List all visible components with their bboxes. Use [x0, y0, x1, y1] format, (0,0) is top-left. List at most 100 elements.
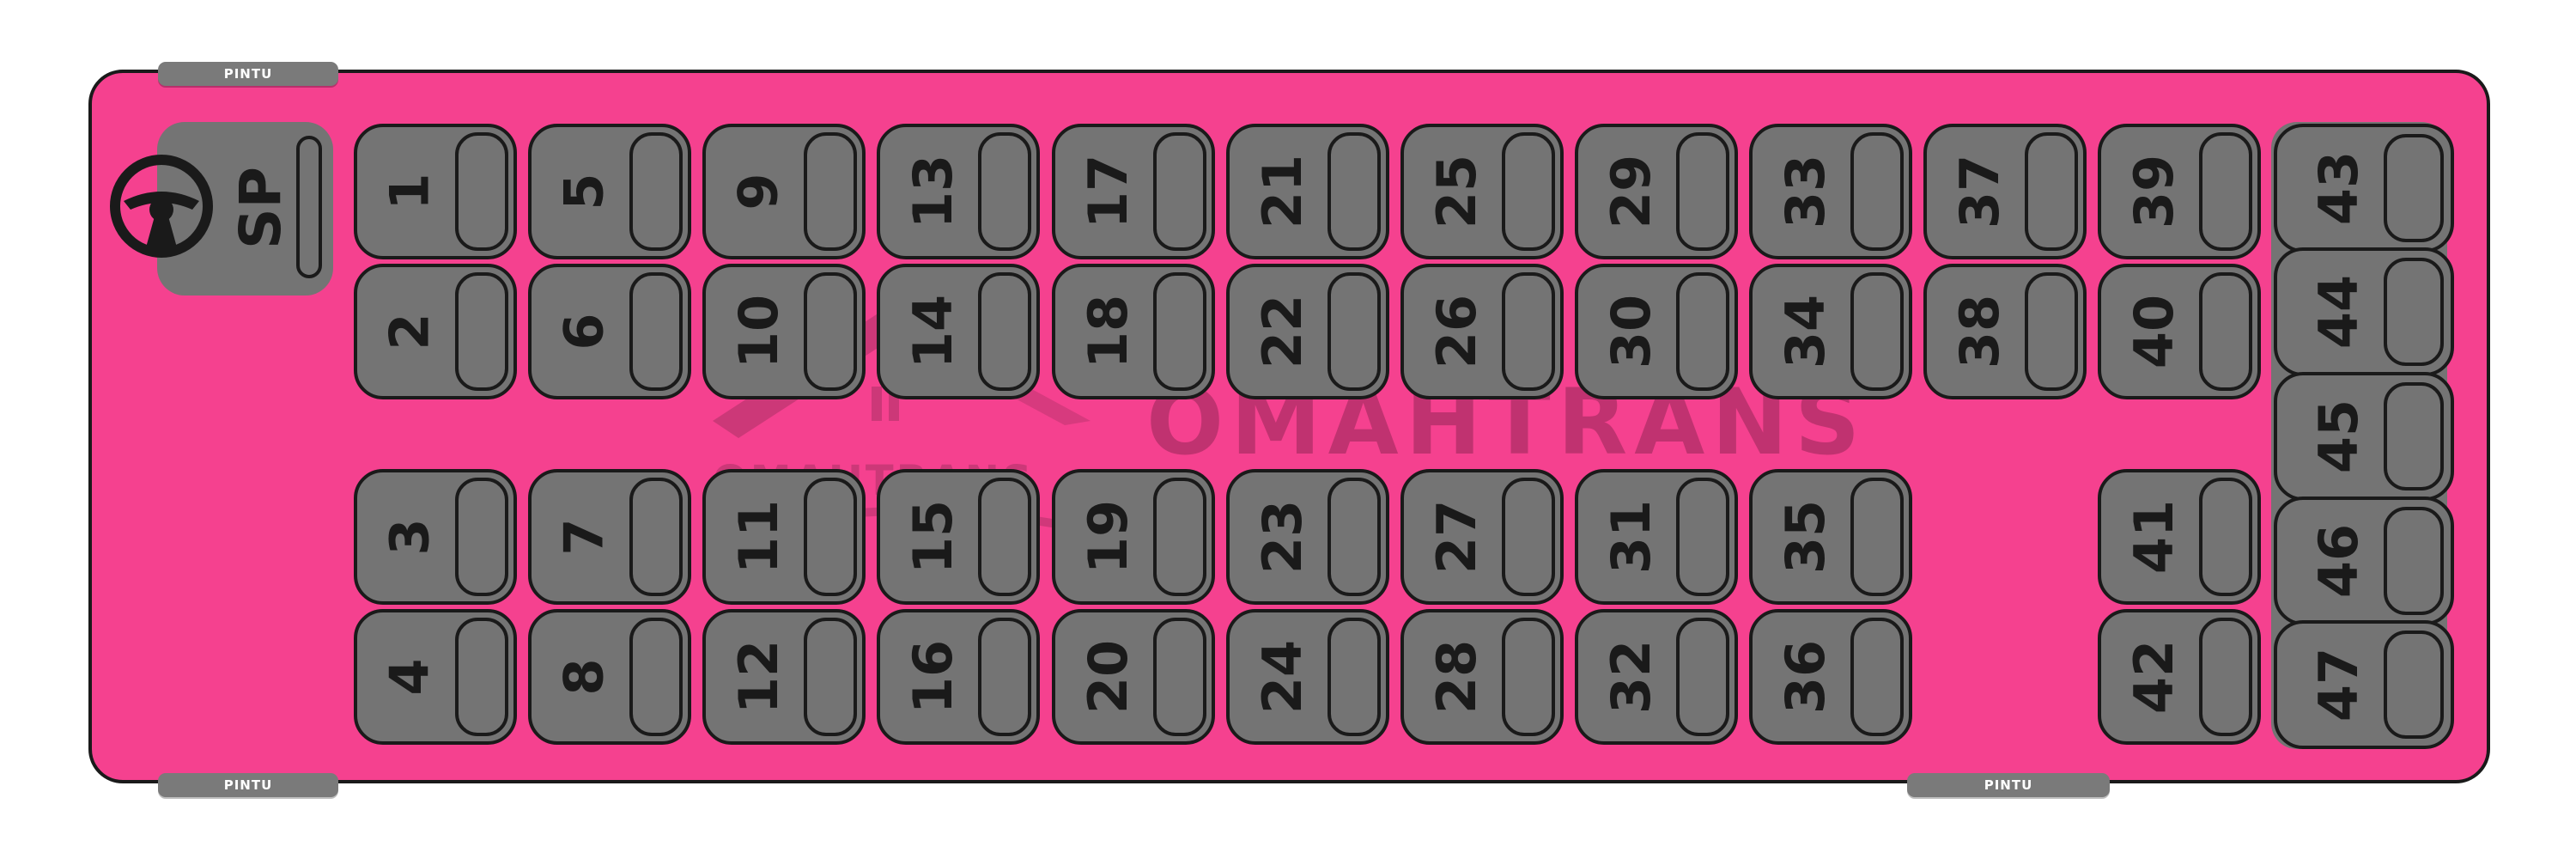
- seat-number-container: 6: [542, 267, 628, 396]
- seat-number-container: 30: [1589, 267, 1674, 396]
- seat-number-container: 20: [1066, 612, 1151, 741]
- seat-25[interactable]: 25: [1400, 124, 1564, 259]
- seat-number-container: 34: [1763, 267, 1849, 396]
- seat-number: 6: [552, 313, 616, 350]
- seat-number-container: 10: [716, 267, 802, 396]
- seat-backrest: [1327, 132, 1381, 251]
- seat-number-container: 11: [716, 472, 802, 601]
- seat-41[interactable]: 41: [2098, 469, 2261, 605]
- seat-18[interactable]: 18: [1052, 264, 1215, 399]
- seat-number: 16: [902, 639, 964, 715]
- seat-40[interactable]: 40: [2098, 264, 2261, 399]
- seat-backrest: [455, 478, 508, 596]
- seat-number-container: 15: [890, 472, 976, 601]
- seat-3[interactable]: 3: [354, 469, 517, 605]
- seat-number: 46: [2307, 523, 2370, 599]
- seat-22[interactable]: 22: [1226, 264, 1389, 399]
- seat-number-container: 9: [716, 127, 802, 256]
- seat-34[interactable]: 34: [1749, 264, 1912, 399]
- driver-seat-backrest: [296, 136, 322, 278]
- seat-number: 39: [2123, 154, 2185, 229]
- seat-number-container: 19: [1066, 472, 1151, 601]
- seat-43[interactable]: 43: [2274, 124, 2454, 253]
- seat-13[interactable]: 13: [877, 124, 1040, 259]
- seat-38[interactable]: 38: [1923, 264, 2087, 399]
- seat-28[interactable]: 28: [1400, 609, 1564, 745]
- seat-19[interactable]: 19: [1052, 469, 1215, 605]
- seat-15[interactable]: 15: [877, 469, 1040, 605]
- seat-number: 24: [1251, 639, 1314, 715]
- seat-number: 8: [552, 658, 616, 696]
- seat-39[interactable]: 39: [2098, 124, 2261, 259]
- seat-31[interactable]: 31: [1575, 469, 1738, 605]
- seat-17[interactable]: 17: [1052, 124, 1215, 259]
- seat-4[interactable]: 4: [354, 609, 517, 745]
- seat-number: 45: [2307, 399, 2370, 474]
- seat-number-container: 12: [716, 612, 802, 741]
- seat-7[interactable]: 7: [528, 469, 691, 605]
- seat-number: 13: [902, 154, 964, 229]
- seat-backrest: [804, 618, 857, 736]
- seat-32[interactable]: 32: [1575, 609, 1738, 745]
- seat-number: 23: [1251, 499, 1314, 575]
- seat-backrest: [1502, 132, 1555, 251]
- seat-backrest: [1153, 272, 1206, 391]
- seat-6[interactable]: 6: [528, 264, 691, 399]
- seat-20[interactable]: 20: [1052, 609, 1215, 745]
- seat-number-container: 8: [542, 612, 628, 741]
- seat-number: 18: [1077, 294, 1139, 369]
- seat-number: 19: [1077, 499, 1139, 575]
- driver-area: SP: [110, 122, 333, 295]
- seat-backrest: [1502, 618, 1555, 736]
- seat-backrest: [2199, 272, 2252, 391]
- seat-number: 5: [552, 173, 616, 210]
- seat-number-container: 36: [1763, 612, 1849, 741]
- seat-24[interactable]: 24: [1226, 609, 1389, 745]
- seat-8[interactable]: 8: [528, 609, 691, 745]
- seat-35[interactable]: 35: [1749, 469, 1912, 605]
- seat-number-container: 37: [1937, 127, 2023, 256]
- seat-2[interactable]: 2: [354, 264, 517, 399]
- seat-backrest: [804, 272, 857, 391]
- seat-36[interactable]: 36: [1749, 609, 1912, 745]
- seat-30[interactable]: 30: [1575, 264, 1738, 399]
- seat-16[interactable]: 16: [877, 609, 1040, 745]
- seat-12[interactable]: 12: [702, 609, 866, 745]
- seat-backrest: [455, 272, 508, 391]
- seat-9[interactable]: 9: [702, 124, 866, 259]
- seat-44[interactable]: 44: [2274, 247, 2454, 376]
- seat-backrest: [2199, 618, 2252, 736]
- seat-26[interactable]: 26: [1400, 264, 1564, 399]
- seat-11[interactable]: 11: [702, 469, 866, 605]
- seat-47[interactable]: 47: [2274, 620, 2454, 749]
- seat-backrest: [629, 618, 683, 736]
- seat-number: 27: [1425, 499, 1488, 575]
- seat-33[interactable]: 33: [1749, 124, 1912, 259]
- seat-37[interactable]: 37: [1923, 124, 2087, 259]
- seat-21[interactable]: 21: [1226, 124, 1389, 259]
- seat-1[interactable]: 1: [354, 124, 517, 259]
- seat-backrest: [1502, 478, 1555, 596]
- seat-5[interactable]: 5: [528, 124, 691, 259]
- seat-backrest: [1676, 618, 1729, 736]
- seat-46[interactable]: 46: [2274, 497, 2454, 625]
- seat-number-container: 18: [1066, 267, 1151, 396]
- seat-number: 20: [1077, 639, 1139, 715]
- seat-27[interactable]: 27: [1400, 469, 1564, 605]
- seat-14[interactable]: 14: [877, 264, 1040, 399]
- door-bottom-right: PINTU: [1907, 773, 2110, 797]
- seat-number: 42: [2123, 639, 2185, 715]
- seat-45[interactable]: 45: [2274, 372, 2454, 501]
- seat-backrest: [978, 272, 1031, 391]
- seat-number: 15: [902, 499, 964, 575]
- seat-number: 2: [378, 313, 441, 350]
- seat-29[interactable]: 29: [1575, 124, 1738, 259]
- seat-number: 38: [1948, 294, 2011, 369]
- seat-10[interactable]: 10: [702, 264, 866, 399]
- seat-42[interactable]: 42: [2098, 609, 2261, 745]
- seat-number-container: 31: [1589, 472, 1674, 601]
- seat-number-container: 1: [368, 127, 453, 256]
- seat-23[interactable]: 23: [1226, 469, 1389, 605]
- seat-number: 30: [1600, 294, 1662, 369]
